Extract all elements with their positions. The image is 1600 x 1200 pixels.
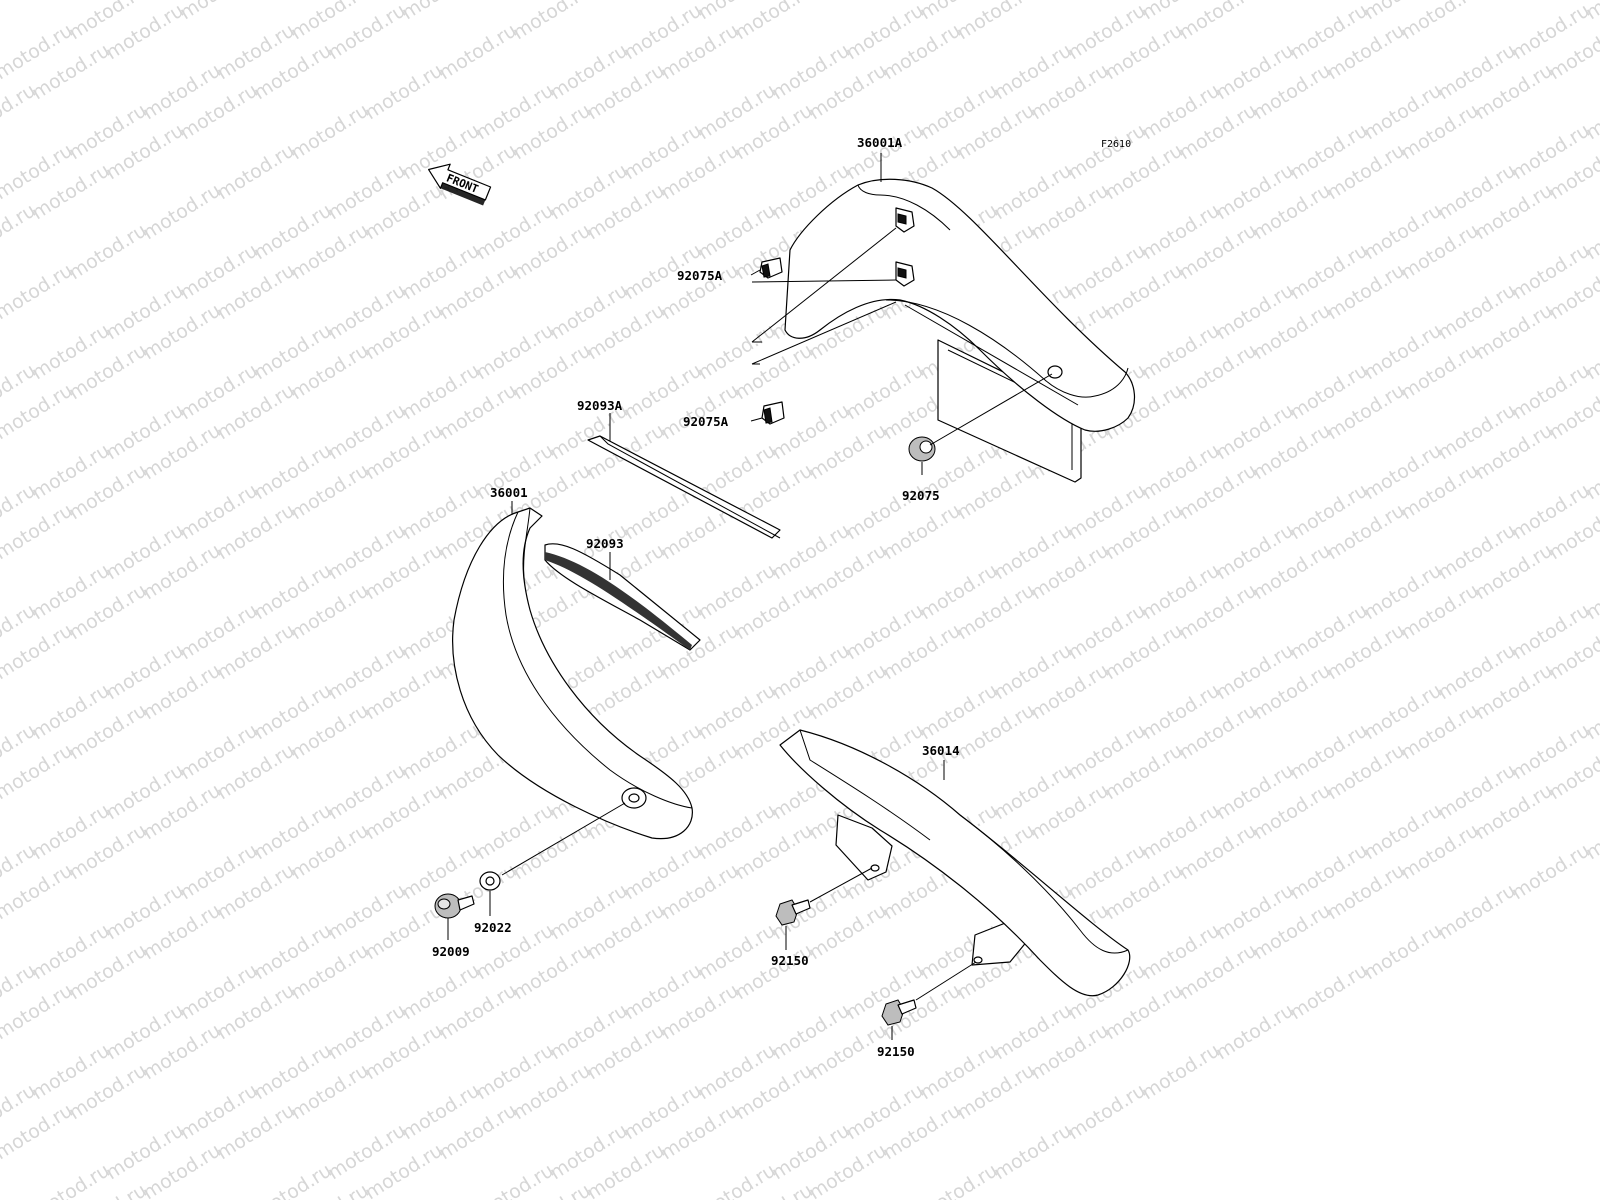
part-92150-bolt-upper <box>775 899 811 926</box>
watermark-text: motod.ru <box>435 19 521 84</box>
watermark-text: motod.ru <box>472 1159 558 1200</box>
label-92075A-upper: 92075A <box>677 268 723 283</box>
part-92093-strip <box>544 543 701 651</box>
watermark-text: motod.ru <box>1397 0 1483 44</box>
watermark-text: motod.ru <box>583 0 669 4</box>
label-92150-upper: 92150 <box>771 953 809 968</box>
watermark-text: motod.ru <box>1138 1039 1224 1104</box>
label-92075A-lower: 92075A <box>683 414 729 429</box>
part-92075A-clip-lower <box>761 401 785 425</box>
watermark-text: motod.ru <box>1212 999 1298 1064</box>
part-92093A-strip <box>587 435 781 539</box>
watermark-text: motod.ru <box>805 0 891 4</box>
part-92022-washer <box>479 871 501 891</box>
watermark-text: motod.ru <box>1434 879 1520 944</box>
watermark-text: motod.ru <box>287 99 373 164</box>
watermark-text: motod.ru <box>1471 0 1557 4</box>
watermark-text: motod.ru <box>1064 1079 1150 1144</box>
part-36014-chain-guard <box>779 729 1131 997</box>
watermark-text: motod.ru <box>0 259 77 324</box>
part-92009-screw <box>434 893 475 919</box>
watermark-text: motod.ru <box>916 1159 1002 1200</box>
watermark-text: motod.ru <box>1027 0 1113 4</box>
label-36001A: 36001A <box>857 135 903 150</box>
label-92093A: 92093A <box>577 398 623 413</box>
watermark-text: motod.ru <box>176 0 262 24</box>
label-92009: 92009 <box>432 944 470 959</box>
part-92075A-clip-upper <box>759 257 783 279</box>
watermark-text: motod.ru <box>213 139 299 204</box>
watermark-text: motod.ru <box>1360 919 1446 984</box>
label-92075: 92075 <box>902 488 940 503</box>
watermark-text: motod.ru <box>990 1119 1076 1184</box>
label-92022: 92022 <box>474 920 512 935</box>
watermark-text: motod.ru <box>694 1159 780 1200</box>
diagram-code: F2610 <box>1101 139 1131 150</box>
label-36014: 36014 <box>922 743 960 758</box>
part-92150-bolt-lower <box>881 999 917 1026</box>
watermark-text: motod.ru <box>953 0 1039 44</box>
watermark-text: motod.ru <box>1249 0 1335 4</box>
watermark-text: motod.ru <box>361 59 447 124</box>
watermark-text: motod.ru <box>250 1159 336 1200</box>
part-36001-side-cover <box>452 507 693 840</box>
label-92093: 92093 <box>586 536 624 551</box>
watermark-text: motod.ru <box>139 179 225 244</box>
watermark-text: motod.ru <box>731 0 817 44</box>
watermark-text: motod.ru <box>1508 839 1594 904</box>
watermark-text: motod.ru <box>1175 0 1261 44</box>
label-92150-lower: 92150 <box>877 1044 915 1059</box>
part-36001A-chain-cover <box>784 178 1135 483</box>
part-92075-grommet <box>908 436 936 462</box>
watermark-text: motod.ru <box>1286 959 1372 1024</box>
watermark-text: motod.ru <box>28 1159 114 1200</box>
front-arrow-icon: FRONT <box>428 163 492 206</box>
watermark-text: motod.ru <box>65 219 151 284</box>
watermark-text: motod.ru <box>398 0 484 24</box>
label-36001: 36001 <box>490 485 528 500</box>
watermark-text: motod.ru <box>509 0 595 44</box>
leader-lines <box>447 153 1053 1040</box>
